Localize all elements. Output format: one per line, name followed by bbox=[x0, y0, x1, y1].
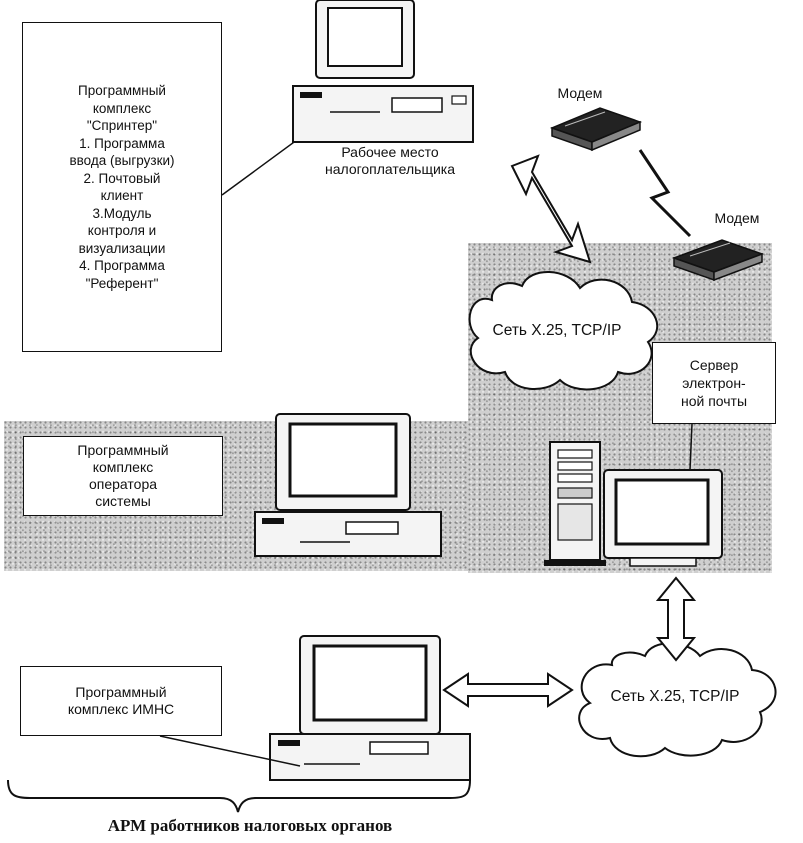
group-brace bbox=[7, 779, 471, 813]
imns-complex-box: Программный комплекс ИМНС bbox=[20, 666, 222, 736]
taxpayer-label-line1: Рабочее место bbox=[341, 144, 439, 160]
sprinter-line: контроля и bbox=[87, 223, 157, 238]
mail-server-box: Сервер электрон- ной почты bbox=[652, 342, 776, 424]
taxpayer-computer-icon bbox=[292, 0, 474, 143]
modem-right-icon bbox=[671, 239, 765, 282]
sprinter-line: 1. Программа bbox=[79, 135, 165, 151]
mail-server-line: электрон- bbox=[682, 375, 746, 391]
mail-server-connector-line bbox=[689, 423, 693, 471]
sprinter-line: визуализации bbox=[78, 240, 166, 256]
operator-complex-box: Программный комплекс оператора системы bbox=[23, 436, 223, 516]
mail-server-line: ной почты bbox=[680, 393, 748, 409]
taxpayer-label-line2: налогоплательщика bbox=[324, 161, 456, 177]
sprinter-complex-box: Программный комплекс "Спринтер" 1. Прогр… bbox=[22, 22, 222, 352]
sprinter-line: "Спринтер" bbox=[86, 118, 158, 133]
sprinter-line: комплекс bbox=[92, 100, 152, 116]
modem-top-icon bbox=[549, 107, 643, 152]
server-monitor-icon bbox=[603, 469, 723, 567]
operator-line: оператора bbox=[88, 476, 158, 492]
server-tower-icon bbox=[544, 441, 606, 566]
network-upper-label: Сеть X.25, TCP/IP bbox=[492, 322, 622, 339]
operator-line: Программный bbox=[77, 442, 169, 458]
imns-line: Программный bbox=[75, 683, 167, 700]
sprinter-line: 2. Почтовый bbox=[83, 170, 161, 186]
group-caption: АРМ работников налоговых органов bbox=[107, 816, 393, 835]
wireless-link-icon bbox=[638, 149, 692, 238]
imns-line: комплекс ИМНС bbox=[67, 701, 175, 717]
imns-computer-icon bbox=[269, 635, 471, 781]
sprinter-line: "Референт" bbox=[85, 275, 159, 291]
sprinter-line: Программный bbox=[78, 83, 166, 98]
sprinter-line: клиент bbox=[100, 188, 144, 203]
sprinter-line: ввода (выгрузки) bbox=[69, 153, 175, 168]
mail-server-line: Сервер bbox=[689, 357, 739, 373]
operator-computer-icon bbox=[254, 413, 442, 557]
taxpayer-workstation-label: Рабочее место налогоплательщика bbox=[290, 144, 490, 178]
imns-connector-line bbox=[159, 735, 301, 767]
sprinter-line: 3.Модуль bbox=[92, 205, 152, 221]
server-network-double-arrow bbox=[655, 576, 697, 662]
network-lower-label: Сеть X.25, TCP/IP bbox=[610, 688, 740, 705]
taxpayer-network-double-arrow bbox=[510, 154, 592, 264]
operator-line: комплекс bbox=[92, 459, 154, 475]
modem-right-label: Модем bbox=[714, 210, 760, 226]
imns-network-double-arrow bbox=[442, 672, 574, 708]
operator-line: системы bbox=[95, 493, 151, 509]
modem-top-label: Модем bbox=[557, 85, 603, 101]
sprinter-line: 4. Программа bbox=[79, 258, 165, 273]
